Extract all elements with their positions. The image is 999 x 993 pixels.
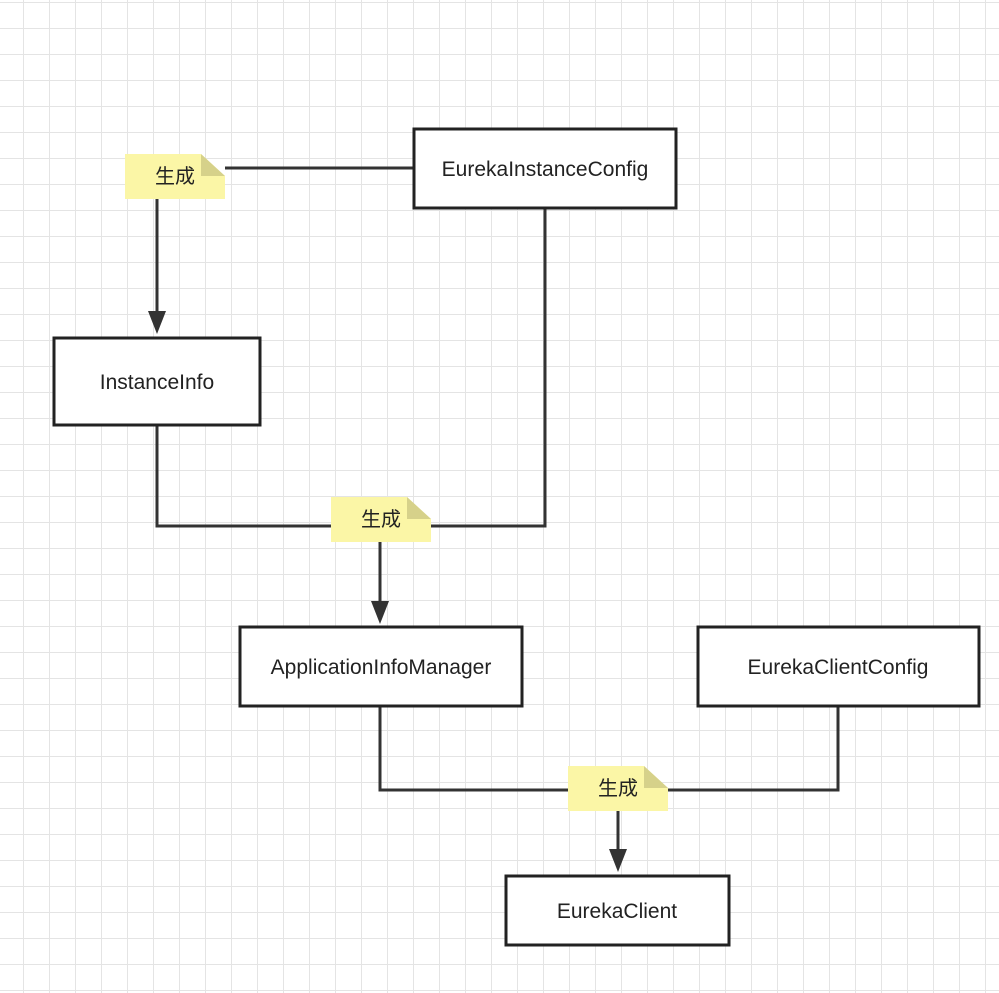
arrowhead-appinfomanager [371,601,389,624]
note-generate-1-label: 生成 [155,164,195,188]
node-eureka-client-config[interactable]: EurekaClientConfig [696,625,981,708]
node-eureka-client-config-label: EurekaClientConfig [748,656,929,679]
note-generate-1[interactable]: 生成 [125,154,225,199]
node-eureka-instance-config-label: EurekaInstanceConfig [442,158,649,181]
node-instance-info[interactable]: InstanceInfo [52,336,262,427]
connector-config-to-note2 [431,208,547,528]
node-application-info-manager-label: ApplicationInfoManager [271,656,492,679]
connector-appinfomanager-to-note3 [378,706,568,792]
arrowhead-instanceinfo [148,311,166,334]
note-generate-2-label: 生成 [361,507,401,531]
node-eureka-instance-config[interactable]: EurekaInstanceConfig [412,127,678,210]
note-generate-3[interactable]: 生成 [568,766,668,811]
node-instance-info-label: InstanceInfo [100,371,214,394]
connector-instanceinfo-to-note2 [155,425,331,528]
node-eureka-client[interactable]: EurekaClient [504,874,731,947]
note-generate-2[interactable]: 生成 [331,497,431,542]
arrowhead-eurekaclient [609,849,627,872]
note-generate-3-label: 生成 [598,776,638,800]
connector-clientconfig-to-note3 [668,706,840,792]
node-eureka-client-label: EurekaClient [557,900,677,923]
node-application-info-manager[interactable]: ApplicationInfoManager [238,625,524,708]
